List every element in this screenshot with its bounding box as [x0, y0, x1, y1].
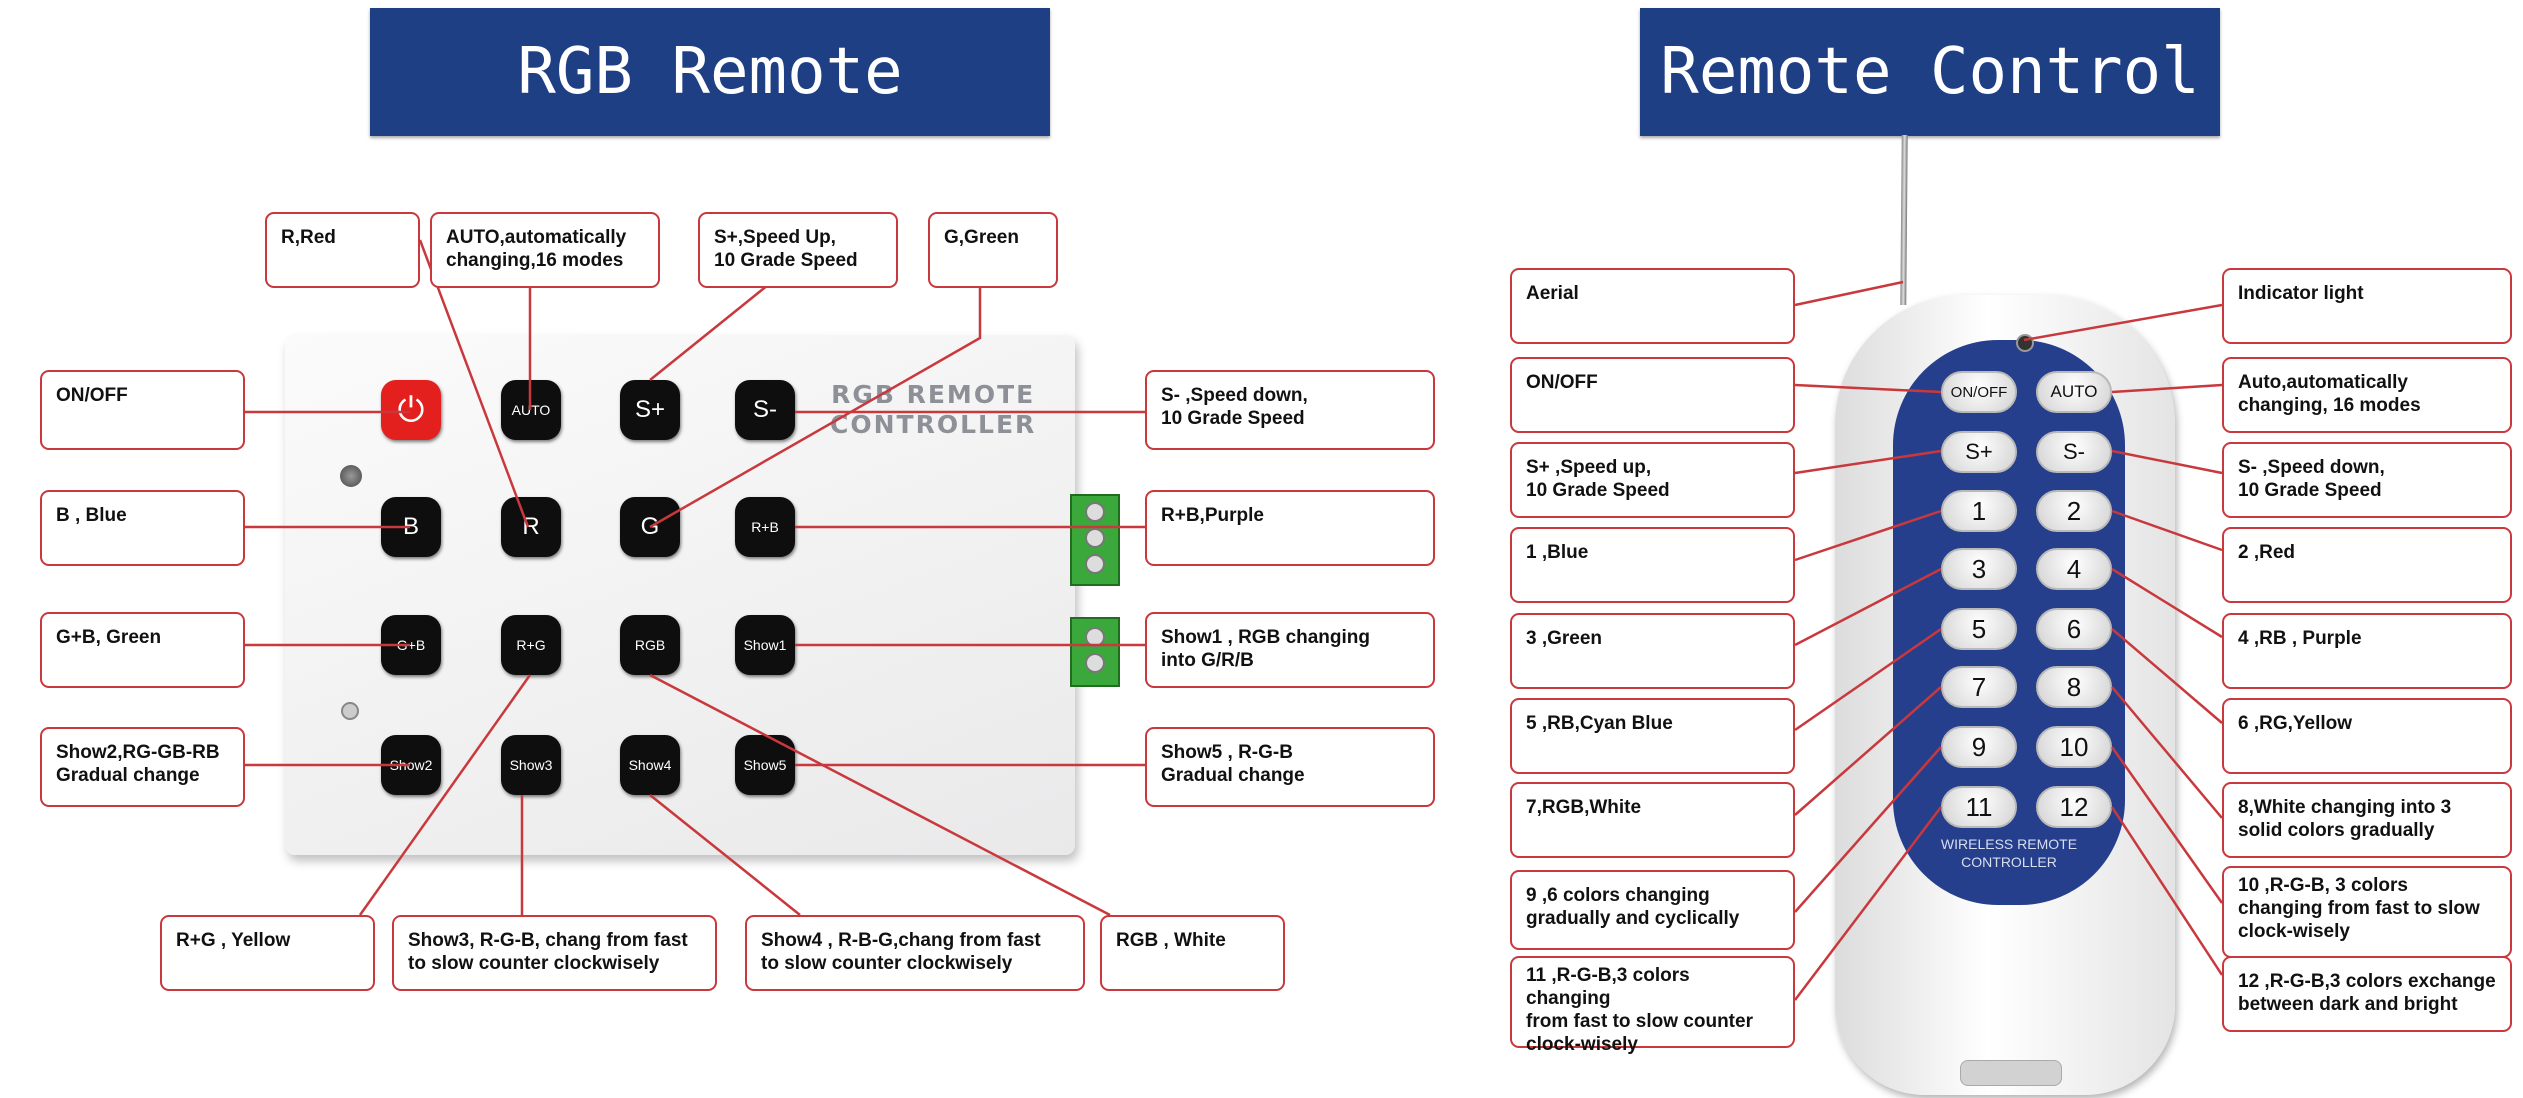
- leader-line: [2110, 746, 2224, 904]
- leader-line: [2111, 567, 2223, 639]
- label-button-7: 7,RGB,White: [1510, 782, 1795, 858]
- label-remote-on-off: ON/OFF: [1510, 357, 1795, 433]
- speed-down-button[interactable]: S-: [735, 380, 795, 440]
- leader-line: [1794, 686, 1942, 816]
- leader-line: [649, 284, 769, 381]
- remote-button-9[interactable]: 9: [1941, 726, 2017, 768]
- label-speed-down: S- ,Speed down, 10 Grade Speed: [1145, 370, 1435, 450]
- speed-up-button[interactable]: S+: [620, 380, 680, 440]
- controller-brand-text: RGB REMOTE CONTROLLER: [830, 380, 1037, 439]
- leader-line: [2110, 806, 2224, 976]
- show3-button[interactable]: Show3: [501, 735, 561, 795]
- remote-button-11[interactable]: 11: [1941, 786, 2017, 828]
- power-button[interactable]: ⏻: [381, 380, 441, 440]
- remote-button-4[interactable]: 4: [2036, 548, 2112, 590]
- label-button-9: 9 ,6 colors changing gradually and cycli…: [1510, 870, 1795, 950]
- remote-auto-button[interactable]: AUTO: [2036, 371, 2112, 413]
- red-button[interactable]: R: [501, 497, 561, 557]
- label-remote-auto: Auto,automatically changing, 16 modes: [2222, 357, 2512, 433]
- label-button-5: 5 ,RB,Cyan Blue: [1510, 698, 1795, 774]
- label-remote-speed-down: S- ,Speed down, 10 Grade Speed: [2222, 442, 2512, 518]
- label-on-off: ON/OFF: [40, 370, 245, 450]
- label-button-2: 2 ,Red: [2222, 527, 2512, 603]
- label-show5: Show5 , R-G-B Gradual change: [1145, 727, 1435, 807]
- leader-line: [1794, 627, 1942, 732]
- label-red: R,Red: [265, 212, 420, 288]
- remote-brand-text: WIRELESS REMOTE CONTROLLER: [1940, 836, 2078, 870]
- terminal-screw-icon: [1085, 653, 1105, 673]
- leader-line: [1794, 509, 1942, 562]
- label-button-12: 12 ,R-G-B,3 colors exchange between dark…: [2222, 956, 2512, 1032]
- leader-line: [649, 673, 1111, 917]
- remote-button-6[interactable]: 6: [2036, 608, 2112, 650]
- label-aerial: Aerial: [1510, 268, 1795, 344]
- label-button-4: 4 ,RB , Purple: [2222, 613, 2512, 689]
- remote-button-7[interactable]: 7: [1941, 666, 2017, 708]
- remote-button-12[interactable]: 12: [2036, 786, 2112, 828]
- leader-line: [2111, 509, 2223, 552]
- leader-line: [358, 674, 532, 916]
- leader-line: [2111, 686, 2223, 819]
- terminal-screw-icon: [1085, 554, 1105, 574]
- label-green-top: G,Green: [928, 212, 1058, 288]
- label-button-10: 10 ,R-G-B, 3 colors changing from fast t…: [2222, 866, 2512, 958]
- leader-line: [1794, 280, 1904, 307]
- show1-button[interactable]: Show1: [735, 615, 795, 675]
- controller-led-icon: [340, 465, 362, 487]
- label-button-3: 3 ,Green: [1510, 613, 1795, 689]
- label-show3: Show3, R-G-B, chang from fast to slow co…: [392, 915, 717, 991]
- leader-line: [2111, 628, 2223, 724]
- remote-bottom-slot: [1960, 1060, 2062, 1086]
- label-button-8: 8,White changing into 3 solid colors gra…: [2222, 782, 2512, 858]
- leader-line: [2023, 303, 2223, 342]
- label-indicator-light: Indicator light: [2222, 268, 2512, 344]
- controller-ir-icon: [341, 702, 359, 720]
- label-blue: B , Blue: [40, 490, 245, 566]
- remote-speed-down-button[interactable]: S-: [2036, 431, 2112, 473]
- label-purple: R+B,Purple: [1145, 490, 1435, 566]
- leader-line: [1794, 449, 1942, 475]
- leader-line: [1794, 567, 1942, 647]
- leader-line: [1794, 746, 1942, 913]
- label-speed-up: S+,Speed Up, 10 Grade Speed: [698, 212, 898, 288]
- leader-line: [649, 794, 801, 916]
- leader-line: [1794, 806, 1942, 1001]
- leader-line: [649, 285, 982, 529]
- terminal-screw-icon: [1085, 502, 1105, 522]
- label-button-6: 6 ,RG,Yellow: [2222, 698, 2512, 774]
- label-remote-speed-up: S+ ,Speed up, 10 Grade Speed: [1510, 442, 1795, 518]
- remote-button-2[interactable]: 2: [2036, 490, 2112, 532]
- terminal-screw-icon: [1085, 528, 1105, 548]
- label-yellow: R+G , Yellow: [160, 915, 375, 991]
- leader-line: [1794, 383, 1942, 394]
- remote-speed-up-button[interactable]: S+: [1941, 431, 2017, 473]
- label-white: RGB , White: [1100, 915, 1285, 991]
- label-button-11: 11 ,R-G-B,3 colors changing from fast to…: [1510, 956, 1795, 1055]
- label-auto: AUTO,automatically changing,16 modes: [430, 212, 660, 288]
- right-title: Remote Control: [1640, 8, 2220, 136]
- remote-button-5[interactable]: 5: [1941, 608, 2017, 650]
- remote-button-1[interactable]: 1: [1941, 490, 2017, 532]
- rgb-button[interactable]: RGB: [620, 615, 680, 675]
- label-show4: Show4 , R-B-G,chang from fast to slow co…: [745, 915, 1085, 991]
- leader-line: [2111, 383, 2223, 394]
- label-button-1: 1 ,Blue: [1510, 527, 1795, 603]
- leader-line: [2111, 449, 2223, 475]
- remote-button-8[interactable]: 8: [2036, 666, 2112, 708]
- remote-onoff-button[interactable]: ON/OFF: [1941, 371, 2017, 413]
- left-title: RGB Remote Control: [370, 8, 1050, 237]
- show4-button[interactable]: Show4: [620, 735, 680, 795]
- label-show2: Show2,RG-GB-RB Gradual change: [40, 727, 245, 807]
- label-show1: Show1 , RGB changing into G/R/B: [1145, 612, 1435, 688]
- rg-button[interactable]: R+G: [501, 615, 561, 675]
- remote-button-10[interactable]: 10: [2036, 726, 2112, 768]
- gb-button[interactable]: G+B: [381, 615, 441, 675]
- label-gb-green: G+B, Green: [40, 612, 245, 688]
- purple-button[interactable]: R+B: [735, 497, 795, 557]
- remote-button-3[interactable]: 3: [1941, 548, 2017, 590]
